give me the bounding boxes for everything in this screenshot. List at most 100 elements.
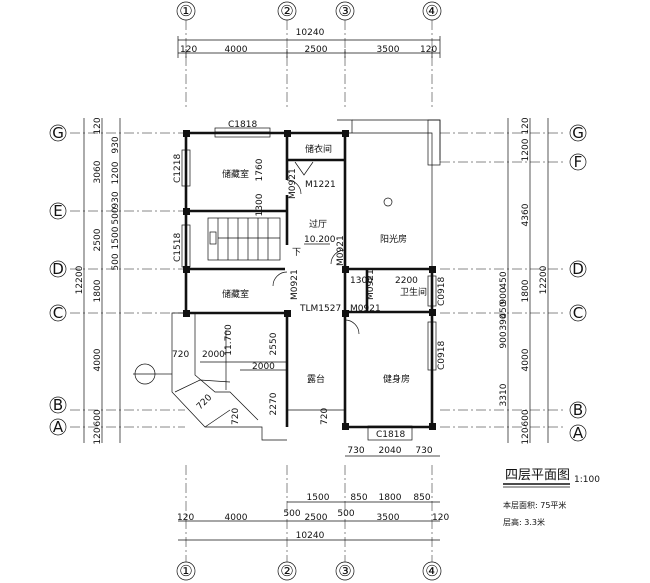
dim-misc: 720 — [195, 393, 214, 412]
dim-right-inner: 450 — [499, 271, 509, 288]
dim-bottom: 120 — [432, 513, 449, 523]
dim-right-inner: 900 — [499, 331, 509, 348]
door-label: TLM1527 — [299, 304, 341, 314]
dim-window: 730 — [415, 446, 432, 456]
dim-total-right: 12200 — [539, 265, 549, 294]
dim-window: 2040 — [379, 446, 402, 456]
dim-bottom-sub: 1500 — [307, 493, 330, 503]
door-label: M0921 — [290, 269, 300, 300]
right-axis-bubbles: G F D C B A — [569, 124, 587, 442]
axis-label: ② — [280, 562, 293, 580]
window-label: C1218 — [173, 154, 183, 183]
dim-bottom: 3500 — [377, 513, 400, 523]
drawing-scale: 1:100 — [574, 475, 600, 485]
dim-left: 2500 — [93, 228, 103, 251]
dim-right-inner: 390 — [499, 313, 509, 330]
room-gym: 健身房 — [383, 373, 410, 385]
dim-top: 120 — [180, 45, 197, 55]
left-axis-bubbles: G E D C B A — [49, 124, 67, 436]
dim-top: 120 — [420, 45, 437, 55]
room-bath: 卫生间 — [400, 286, 427, 298]
dim-left-inner: 500 — [111, 253, 121, 270]
axis-grid-lines — [70, 20, 563, 562]
axis-label: E — [53, 202, 62, 220]
dim-left: 120 — [93, 427, 103, 444]
axis-label: A — [53, 418, 64, 436]
door-label: M0921 — [366, 269, 376, 300]
axis-label: G — [572, 124, 584, 142]
axis-label: D — [572, 260, 584, 278]
axis-label: ④ — [425, 2, 438, 20]
dim-bottom: 2500 — [305, 513, 328, 523]
hall-level: 10.200 — [304, 235, 336, 245]
door-label: M0921 — [288, 168, 298, 199]
dim-left: 1800 — [93, 279, 103, 302]
dim-misc: 720 — [231, 408, 241, 425]
door-label: M1221 — [305, 180, 336, 190]
dim-bottom: 500 — [337, 509, 354, 519]
dim-right: 1200 — [521, 138, 531, 161]
axis-label: B — [53, 396, 63, 414]
section-marker — [133, 363, 172, 385]
axis-label: C — [53, 304, 63, 322]
dim-misc: 11.700 — [224, 324, 234, 356]
dim-right: 600 — [521, 409, 531, 426]
dim-bottom-sub: 1800 — [379, 493, 402, 503]
axis-label: G — [52, 124, 64, 142]
axis-label: B — [573, 401, 583, 419]
axis-label: ④ — [425, 562, 438, 580]
room-storage-upper: 储藏室 — [222, 168, 249, 180]
dim-left: 3060 — [93, 160, 103, 183]
axis-label: F — [574, 153, 583, 171]
dim-left-inner: 930 — [111, 136, 121, 153]
axis-label: ③ — [338, 562, 351, 580]
room-terrace: 露台 — [307, 373, 325, 385]
room-labels: 储藏室 储衣间 过厅 10.200 阳光房 卫生间 储藏室 露台 健身房 — [222, 143, 427, 385]
left-dimensions: 12200 120 3060 2500 1800 4000 600 120 93… — [75, 117, 121, 444]
window-label: C1518 — [173, 233, 183, 262]
staircase: 下 — [207, 217, 301, 261]
window-label: C0918 — [437, 277, 447, 306]
dim-misc: 720 — [172, 350, 189, 360]
dim-bottom-sub: 850 — [413, 493, 430, 503]
right-dimensions: 12200 120 1200 4360 1800 4000 600 120 45… — [499, 117, 549, 444]
room-hall: 过厅 — [309, 218, 327, 230]
dim-misc: 720 — [320, 408, 330, 425]
walls — [183, 119, 441, 430]
dim-right: 4000 — [521, 348, 531, 371]
dim-top: 2500 — [305, 45, 328, 55]
dim-misc: 2550 — [269, 332, 279, 355]
lower-terrace-outline — [171, 312, 287, 441]
dim-misc: 1300 — [255, 193, 265, 216]
dim-bottom: 4000 — [225, 513, 248, 523]
dim-right-inner: 450 — [499, 301, 509, 318]
height-note: 层高: 3.3米 — [503, 517, 545, 527]
dim-right: 120 — [521, 427, 531, 444]
window-label: C1818 — [376, 430, 405, 440]
dim-misc: 2000 — [252, 362, 275, 372]
dim-misc: 2200 — [395, 276, 418, 286]
dim-misc: 1760 — [255, 158, 265, 181]
top-dimensions: 10240 120 4000 2500 3500 120 — [177, 28, 441, 58]
axis-label: C — [573, 304, 583, 322]
dim-right-inner: 3310 — [499, 383, 509, 406]
dim-left-inner: 1500 — [111, 226, 121, 249]
axis-label: ① — [179, 562, 192, 580]
room-sunroom: 阳光房 — [380, 233, 407, 245]
dim-misc: 2000 — [202, 350, 225, 360]
bottom-axis-bubbles: ① ② ③ ④ — [176, 561, 442, 581]
dim-window: 730 — [347, 446, 364, 456]
dim-total-top: 10240 — [296, 28, 325, 38]
doors: M1221 M0921 M0921 M0921 M0921 M0921 TLM1… — [272, 161, 381, 335]
dim-top: 4000 — [225, 45, 248, 55]
dim-right: 1800 — [521, 279, 531, 302]
axis-label: ① — [179, 2, 192, 20]
door-label: M0921 — [336, 235, 346, 266]
axis-label: A — [573, 424, 584, 442]
room-storage-lower: 储藏室 — [222, 288, 249, 300]
dim-total-left: 12200 — [75, 265, 85, 294]
dim-misc: 2270 — [269, 392, 279, 415]
dim-left-inner: 1200 — [111, 161, 121, 184]
top-axis-bubbles: ① ② ③ ④ — [176, 1, 442, 21]
